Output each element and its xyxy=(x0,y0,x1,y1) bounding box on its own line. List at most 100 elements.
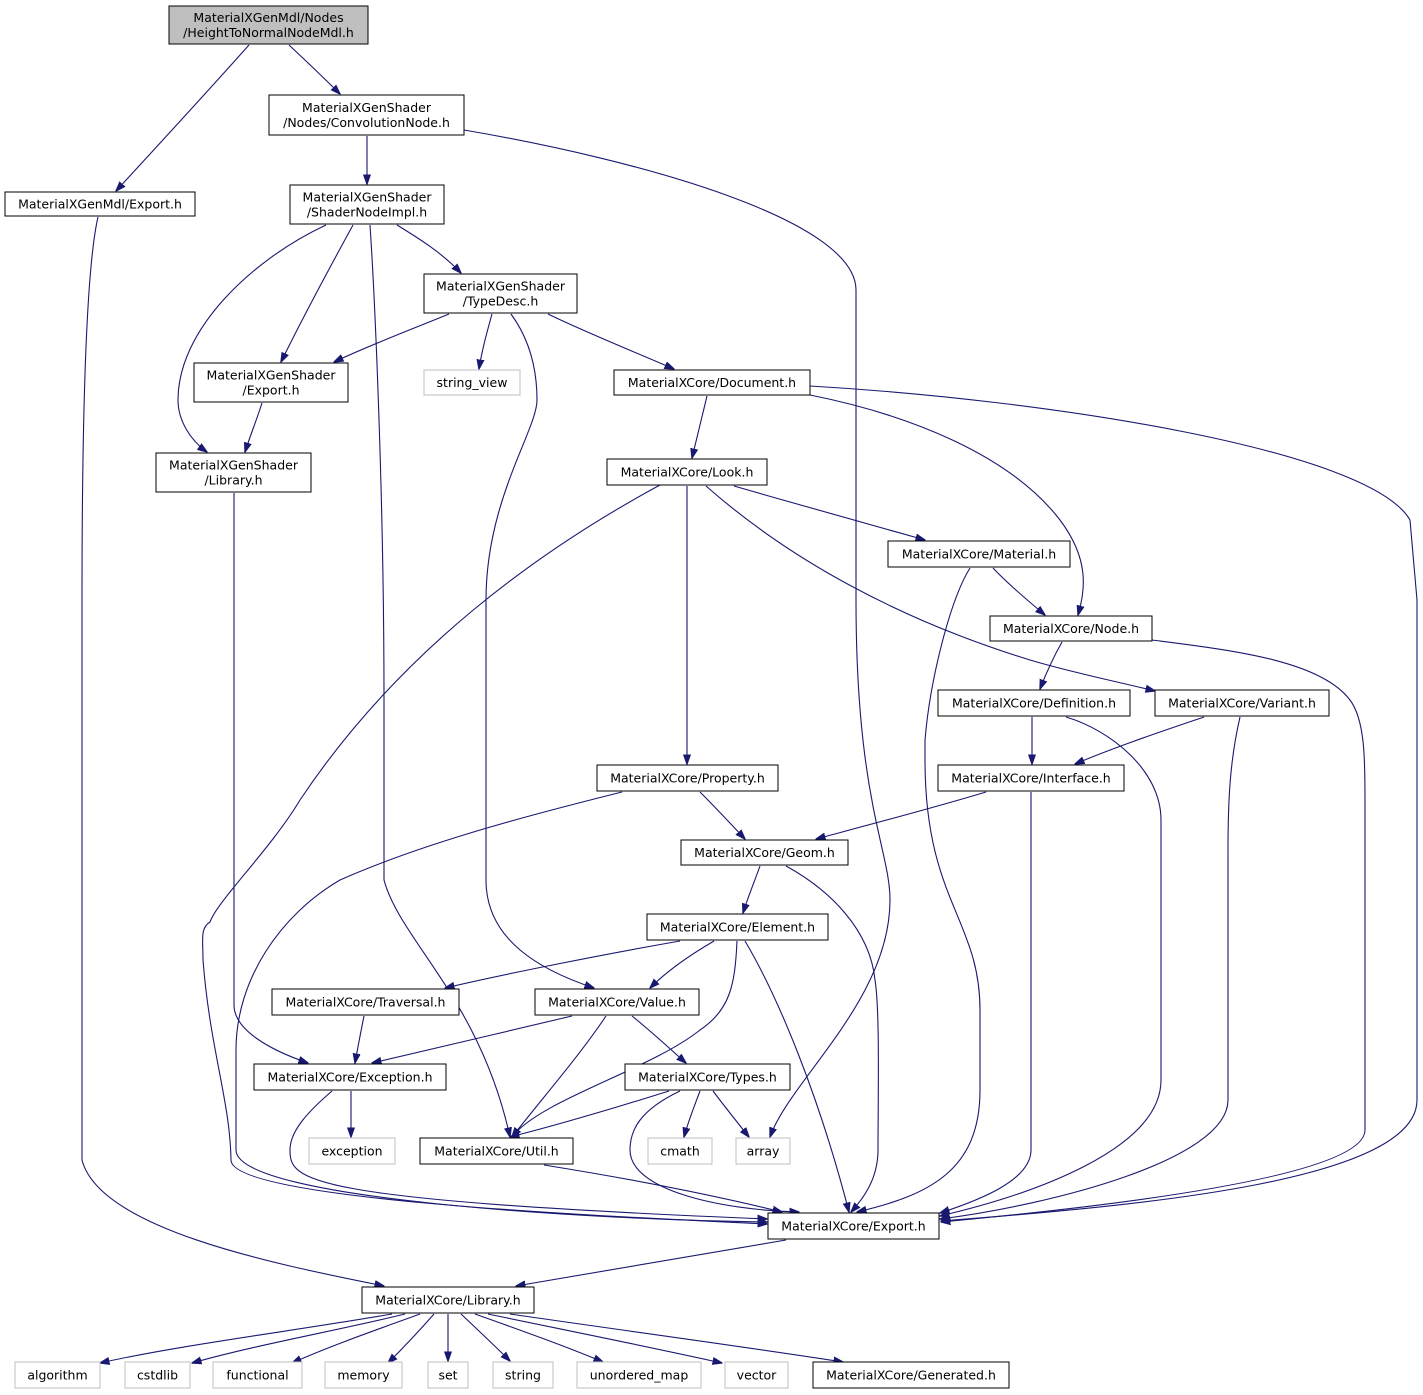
edge-types-to-array xyxy=(712,1090,749,1137)
node-box xyxy=(647,1137,713,1165)
node-algorithm: algorithm xyxy=(14,1361,101,1389)
node-string-view: string_view xyxy=(423,369,521,396)
node-genmdl-export[interactable]: MaterialXGenMdl/Export.h xyxy=(4,191,196,217)
node-box xyxy=(937,764,1125,792)
edge-core-library-to-functional xyxy=(292,1313,421,1363)
node-label: MaterialXCore/Node.h xyxy=(1003,621,1139,636)
node-label: /Export.h xyxy=(242,383,299,398)
node-box xyxy=(14,1361,101,1389)
node-box xyxy=(887,540,1071,568)
node-box xyxy=(268,94,465,136)
node-box xyxy=(735,1137,791,1165)
node-box xyxy=(576,1361,702,1389)
node-interface[interactable]: MaterialXCore/Interface.h xyxy=(937,764,1125,792)
edge-variant-to-core-export xyxy=(940,716,1241,1219)
node-shadernodeimpl[interactable]: MaterialXGenShader/ShaderNodeImpl.h xyxy=(289,184,445,225)
node-core-export[interactable]: MaterialXCore/Export.h xyxy=(767,1212,940,1240)
node-label: MaterialXGenMdl/Export.h xyxy=(18,197,182,212)
node-unordered-map: unordered_map xyxy=(576,1361,702,1389)
node-typedesc[interactable]: MaterialXGenShader/TypeDesc.h xyxy=(423,273,578,314)
node-geom[interactable]: MaterialXCore/Geom.h xyxy=(680,839,849,866)
edge-look-to-core-export xyxy=(202,484,767,1224)
edge-value-to-exception-h xyxy=(372,1015,573,1063)
node-node[interactable]: MaterialXCore/Node.h xyxy=(989,615,1153,642)
node-util[interactable]: MaterialXCore/Util.h xyxy=(419,1137,574,1165)
node-label: MaterialXCore/Export.h xyxy=(781,1219,925,1234)
node-label: MaterialXCore/Exception.h xyxy=(268,1070,433,1085)
node-box xyxy=(289,184,445,225)
edge-geom-to-core-export xyxy=(785,865,879,1212)
node-label: MaterialXGenShader xyxy=(436,279,566,294)
node-box xyxy=(989,615,1153,642)
node-types[interactable]: MaterialXCore/Types.h xyxy=(624,1063,791,1091)
node-root[interactable]: MaterialXGenMdl/Nodes/HeightToNormalNode… xyxy=(168,5,369,45)
node-label: /Library.h xyxy=(204,473,262,488)
node-box xyxy=(168,5,369,45)
node-box xyxy=(308,1137,396,1165)
edges-layer xyxy=(81,44,1418,1363)
node-label: /Nodes/ConvolutionNode.h xyxy=(283,115,450,130)
node-label: MaterialXCore/Property.h xyxy=(610,771,765,786)
node-value[interactable]: MaterialXCore/Value.h xyxy=(534,988,700,1016)
node-label: MaterialXGenMdl/Nodes xyxy=(193,10,343,25)
node-definition[interactable]: MaterialXCore/Definition.h xyxy=(937,689,1131,717)
node-traversal[interactable]: MaterialXCore/Traversal.h xyxy=(271,988,460,1016)
node-box xyxy=(124,1361,191,1389)
node-label: MaterialXCore/Library.h xyxy=(375,1293,520,1308)
node-box xyxy=(492,1361,554,1389)
node-variant[interactable]: MaterialXCore/Variant.h xyxy=(1154,689,1330,717)
node-label: MaterialXCore/Generated.h xyxy=(826,1368,996,1383)
node-genshader-export[interactable]: MaterialXGenShader/Export.h xyxy=(193,362,349,403)
edge-element-to-value xyxy=(650,940,715,988)
node-genshader-library[interactable]: MaterialXGenShader/Library.h xyxy=(155,452,312,493)
node-box xyxy=(427,1361,469,1389)
node-document[interactable]: MaterialXCore/Document.h xyxy=(613,369,811,396)
edge-types-to-core-export xyxy=(629,1090,799,1212)
node-core-library[interactable]: MaterialXCore/Library.h xyxy=(361,1286,535,1314)
node-label: MaterialXCore/Document.h xyxy=(628,375,796,390)
edge-typedesc-to-value xyxy=(485,313,594,988)
node-label: memory xyxy=(337,1368,390,1383)
node-label: MaterialXGenShader xyxy=(207,368,337,383)
node-vector: vector xyxy=(724,1361,789,1389)
edge-core-library-to-unordered-map xyxy=(474,1313,603,1362)
node-label: vector xyxy=(737,1368,778,1383)
edge-look-to-variant xyxy=(705,485,1155,691)
edge-core-library-to-generated xyxy=(509,1313,843,1362)
node-label: MaterialXCore/Definition.h xyxy=(952,696,1116,711)
node-element[interactable]: MaterialXCore/Element.h xyxy=(646,913,829,941)
node-label: /TypeDesc.h xyxy=(463,294,539,309)
node-label: functional xyxy=(226,1368,288,1383)
node-memory: memory xyxy=(324,1361,403,1389)
node-label: unordered_map xyxy=(590,1368,689,1383)
edge-look-to-material xyxy=(733,485,925,540)
node-box xyxy=(212,1361,303,1389)
node-box xyxy=(155,452,312,493)
node-box xyxy=(646,913,829,941)
node-label: MaterialXCore/Element.h xyxy=(660,920,815,935)
node-box xyxy=(606,458,768,486)
node-property[interactable]: MaterialXCore/Property.h xyxy=(596,764,779,792)
node-label: /HeightToNormalNodeMdl.h xyxy=(183,25,354,40)
edge-traversal-to-exception-h xyxy=(355,1015,365,1063)
edge-document-to-look xyxy=(692,395,708,458)
edge-genmdl-export-to-core-library xyxy=(81,216,384,1286)
edge-element-to-util xyxy=(512,940,738,1137)
node-box xyxy=(324,1361,403,1389)
edge-variant-to-interface xyxy=(1075,716,1205,764)
node-box xyxy=(534,988,700,1016)
node-box xyxy=(423,273,578,314)
node-label: MaterialXCore/Types.h xyxy=(638,1070,777,1085)
node-box xyxy=(812,1361,1010,1389)
node-convolution[interactable]: MaterialXGenShader/Nodes/ConvolutionNode… xyxy=(268,94,465,136)
node-label: MaterialXCore/Interface.h xyxy=(951,771,1110,786)
node-box xyxy=(361,1286,535,1314)
edge-genshader-library-to-exception-h xyxy=(233,493,308,1063)
edge-shadernodeimpl-to-util xyxy=(369,224,510,1137)
node-label: exception xyxy=(321,1144,382,1159)
node-exception-h[interactable]: MaterialXCore/Exception.h xyxy=(253,1063,447,1091)
edge-material-to-node xyxy=(992,567,1045,615)
node-look[interactable]: MaterialXCore/Look.h xyxy=(606,458,768,486)
node-material[interactable]: MaterialXCore/Material.h xyxy=(887,540,1071,568)
node-generated[interactable]: MaterialXCore/Generated.h xyxy=(812,1361,1010,1389)
